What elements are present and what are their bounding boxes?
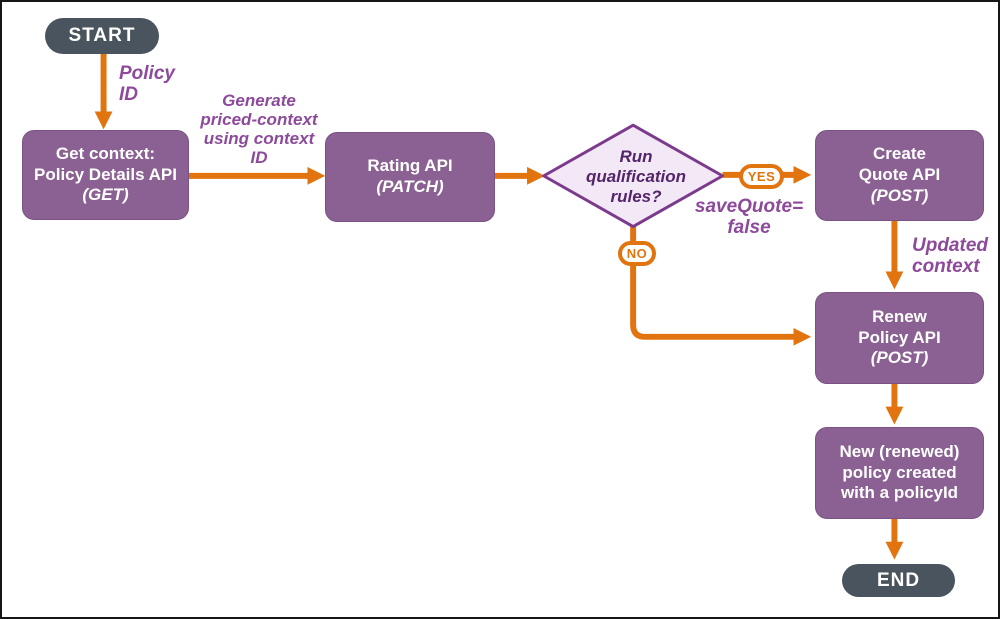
edge-label-policy-id: Policy ID	[119, 63, 175, 106]
decision-line3: rules?	[610, 187, 662, 207]
edge-label-updated-line2: context	[912, 256, 980, 278]
end-label: END	[876, 569, 921, 591]
edge-label-generate-line4: ID	[250, 148, 268, 168]
node-get-context-method: (GET)	[82, 185, 129, 205]
edge-label-policy-id-line1: Policy	[119, 63, 175, 84]
edge-label-generate-line1: Generate	[222, 91, 296, 110]
node-create-quote-api: Create Quote API (POST)	[815, 130, 984, 221]
no-badge: NO	[618, 241, 656, 266]
node-create-quote-line1: Create	[873, 144, 926, 164]
node-renew-policy-api: Renew Policy API (POST)	[815, 292, 984, 384]
node-rating-method: (PATCH)	[376, 177, 444, 196]
yes-badge-label: YES	[747, 169, 776, 184]
node-policy-created-line2: policy created	[842, 462, 957, 482]
node-create-quote-method: (POST)	[870, 185, 929, 205]
decision-line1: Run	[619, 146, 653, 166]
node-get-context-line2: Policy Details API	[34, 164, 177, 184]
node-get-context-line1: Get context:	[55, 143, 156, 163]
edge-label-generate-line3: using context	[203, 129, 315, 149]
edge-label-save-quote-line1: saveQuote=	[694, 196, 804, 217]
end-terminator: END	[842, 564, 955, 597]
start-label: START	[68, 25, 136, 46]
node-policy-created-line1: New (renewed)	[839, 441, 960, 461]
node-create-quote-line2: Quote API	[858, 165, 941, 185]
edge-label-updated-context: Updated context	[912, 235, 988, 278]
node-renew-method: (POST)	[870, 348, 929, 368]
node-rating-line1: Rating API	[367, 156, 453, 176]
decision-diamond-shape	[542, 123, 725, 229]
node-policy-created: New (renewed) policy created with a poli…	[815, 427, 984, 519]
edge-label-save-quote: saveQuote= false	[684, 196, 814, 239]
decision-line2: qualification	[585, 166, 687, 186]
decision-run-qualification-rules: Run qualification rules?	[551, 134, 721, 220]
node-renew-line2: Policy API	[858, 327, 941, 347]
node-renew-line1: Renew	[872, 306, 927, 326]
node-get-context: Get context: Policy Details API (GET)	[22, 130, 189, 220]
edge-label-policy-id-line2: ID	[119, 84, 138, 106]
node-rating-api: Rating API (PATCH)	[325, 132, 495, 222]
edge-label-generate-line2: priced-context	[200, 110, 318, 130]
start-terminator: START	[45, 18, 159, 54]
no-badge-label: NO	[626, 246, 648, 261]
yes-badge: YES	[739, 164, 784, 189]
edge-decision-no-to-renew	[630, 226, 812, 346]
edge-label-save-quote-line2: false	[727, 217, 771, 239]
node-policy-created-line3: with a policyId	[840, 483, 959, 503]
edge-label-generate-context: Generate priced-context using context ID	[192, 91, 326, 167]
edge-label-updated-line1: Updated	[912, 235, 988, 256]
